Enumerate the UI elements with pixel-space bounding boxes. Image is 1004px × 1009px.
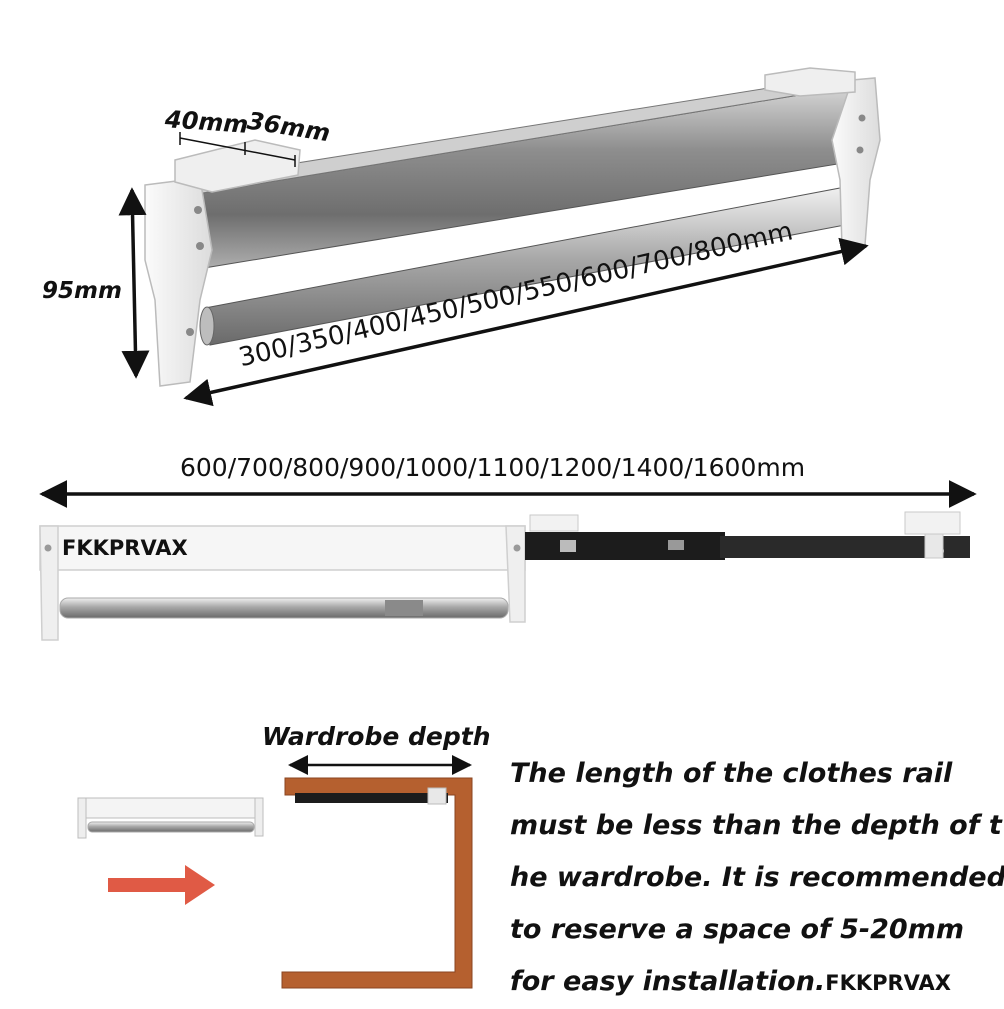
width-a-label: 40mm	[164, 105, 250, 139]
note-line-1: The length of the clothes rail	[510, 758, 953, 789]
brand-label: FKKPRVAX	[62, 536, 188, 560]
insert-arrow	[108, 865, 215, 905]
height-arrow	[118, 187, 150, 379]
note-brand-suffix: FKKPRVAX	[825, 971, 951, 995]
wardrobe-depth-label: Wardrobe depth	[262, 722, 491, 751]
note-line-4: to reserve a space of 5-20mm	[510, 914, 964, 945]
rail-side-view	[39, 511, 970, 641]
wardrobe-diagram	[77, 755, 473, 989]
height-label: 95mm	[42, 278, 122, 304]
note-line-3: he wardrobe. It is recommended	[510, 862, 1004, 893]
installation-note: The length of the clothes rail must be l…	[510, 748, 1004, 1009]
width-dim-line	[179, 137, 296, 161]
note-line-5: for easy installation.	[510, 966, 826, 997]
length-arrow	[183, 237, 869, 407]
extended-range-label: 600/700/800/900/1000/1100/1200/1400/1600…	[180, 453, 806, 482]
note-line-5-wrap: for easy installation.FKKPRVAX	[510, 956, 1004, 1009]
note-line-2: must be less than the depth of t	[510, 810, 1002, 841]
